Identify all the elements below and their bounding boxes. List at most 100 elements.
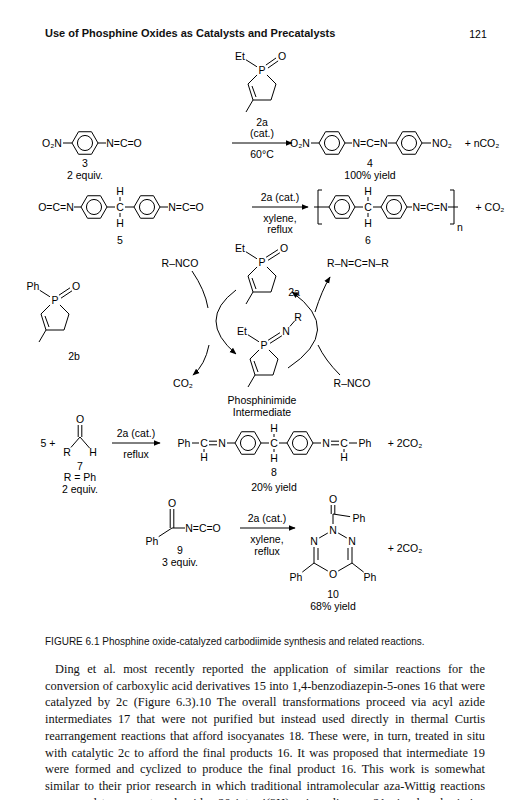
chem-label: O=C=N [38, 201, 74, 213]
bond-line [248, 335, 259, 342]
chem-label: N=C=N [412, 201, 447, 213]
bond-line [422, 143, 431, 144]
chem-label: 10 [327, 588, 339, 600]
chem-label: reflux [267, 223, 293, 235]
chem-label: Ph [290, 571, 303, 583]
bond-line [348, 548, 349, 560]
benzene-ring [329, 196, 355, 219]
chem-label: O [168, 497, 176, 509]
chem-label: 2b [68, 350, 80, 362]
chem-label: P [258, 64, 265, 76]
chem-label: O [278, 50, 286, 62]
bond-line [63, 143, 72, 144]
bond-line [290, 321, 295, 327]
bond-line [246, 60, 257, 67]
aromatic-circle [240, 435, 255, 450]
page-number: 121 [469, 28, 487, 40]
chem-label: 7 [77, 460, 83, 472]
chem-label: Ph [359, 437, 372, 449]
reaction-arrow [240, 528, 295, 529]
bond-line [267, 267, 276, 276]
bond-line [274, 434, 275, 437]
chem-label: Ph [364, 571, 377, 583]
chem-label: Ph [178, 437, 191, 449]
chem-label: O [329, 493, 337, 505]
chem-label: R [294, 311, 302, 323]
chem-label: Ph [353, 512, 366, 524]
chem-label: 2 equiv. [67, 169, 103, 181]
reaction-arrow [232, 143, 292, 144]
bond-line [314, 547, 315, 563]
chem-label: NO₂ [432, 137, 452, 149]
reaction-arrow [112, 443, 160, 444]
chem-label: H [116, 185, 124, 197]
aromatic-circle [334, 199, 349, 214]
chem-label: R [63, 446, 71, 458]
aromatic-circle [139, 199, 154, 214]
bond-line [98, 143, 106, 144]
chem-label: R–N=C=N–R [327, 257, 389, 269]
bond-line [248, 375, 255, 387]
bond-line [246, 100, 253, 112]
bond-line [331, 441, 339, 442]
bond-line [368, 213, 369, 217]
bond-line [253, 292, 271, 293]
aromatic-circle [292, 435, 307, 450]
bond-line [252, 86, 256, 97]
chem-label: xylene, [250, 533, 283, 545]
bond-line [407, 207, 412, 208]
chem-label: 60°C [250, 148, 273, 160]
bond-line [246, 292, 253, 304]
chem-label: N=C=O [185, 522, 221, 534]
running-header: Use of Phosphine Oxides as Catalysts and… [45, 27, 335, 39]
bond-line [173, 509, 174, 528]
bond-line [227, 443, 235, 444]
bond-line [120, 197, 121, 201]
chem-label: 9 [177, 544, 183, 556]
chem-label: Et [235, 50, 245, 62]
chem-label: 2a (cat.) [261, 191, 300, 203]
bond-line [80, 437, 90, 448]
chem-label: 2a [256, 116, 268, 128]
chem-label: reflux [123, 448, 149, 460]
figure-caption: FIGURE 6.1 Phosphine oxide-catalyzed car… [45, 636, 485, 647]
bond-line [39, 330, 46, 342]
aromatic-circle [86, 199, 101, 214]
bond-line [125, 207, 134, 208]
chem-label: O₂N [42, 137, 62, 149]
chem-label: n [457, 221, 463, 233]
bond-line [318, 548, 319, 560]
chem-label: 3 [82, 157, 88, 169]
chem-label: H [270, 452, 278, 464]
bond-line [252, 278, 256, 289]
aromatic-circle [401, 135, 416, 150]
chem-label: 2a (cat.) [117, 427, 156, 439]
bond-line [349, 443, 357, 444]
chem-label: 2a (cat.) [248, 512, 287, 524]
chem-label: + nCO₂ [465, 137, 500, 149]
chem-label: H [116, 217, 124, 229]
cycle-arrow [318, 345, 340, 375]
chem-label: C [340, 437, 348, 449]
bond-line [261, 443, 269, 444]
chem-label: reflux [254, 545, 280, 557]
bond-line [192, 443, 199, 444]
bond-line [59, 288, 70, 295]
chem-label: P [51, 294, 58, 306]
bond-line [64, 314, 69, 330]
bond-line [78, 425, 79, 437]
chem-label: C [200, 437, 208, 449]
chem-label: N=C=O [106, 137, 142, 149]
bond-line [60, 305, 69, 314]
chem-label: H [270, 422, 278, 434]
chem-label: O [280, 242, 288, 254]
chem-label: P [258, 256, 265, 268]
chem-label: 100% yield [344, 169, 395, 181]
bond-line [373, 207, 381, 208]
benzene-ring [72, 132, 98, 155]
bond-line [271, 84, 276, 100]
bond-line [41, 305, 50, 314]
chem-label: + CO₂ [476, 201, 505, 213]
cycle-arrow [288, 292, 318, 368]
